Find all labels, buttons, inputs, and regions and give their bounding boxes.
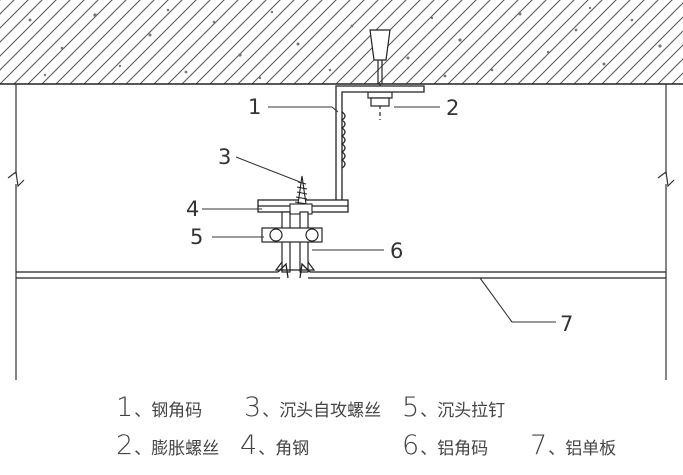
concrete-slab (0, 0, 683, 85)
side-walls (7, 84, 675, 380)
callout-7: 7 (560, 312, 573, 336)
callout-3: 3 (218, 145, 231, 169)
callout-5: 5 (190, 225, 203, 249)
callout-6: 6 (390, 239, 403, 263)
callout-4: 4 (186, 197, 199, 221)
aluminum-angle-and-rivets (261, 211, 323, 273)
callout-numbers: 1 2 3 4 5 6 7 (186, 95, 573, 336)
aluminum-panel (16, 262, 666, 279)
callout-2: 2 (446, 96, 459, 120)
self-tapping-screw (289, 175, 313, 215)
leader-lines (202, 106, 556, 323)
expansion-bolt (367, 29, 393, 120)
callout-1: 1 (248, 95, 261, 119)
